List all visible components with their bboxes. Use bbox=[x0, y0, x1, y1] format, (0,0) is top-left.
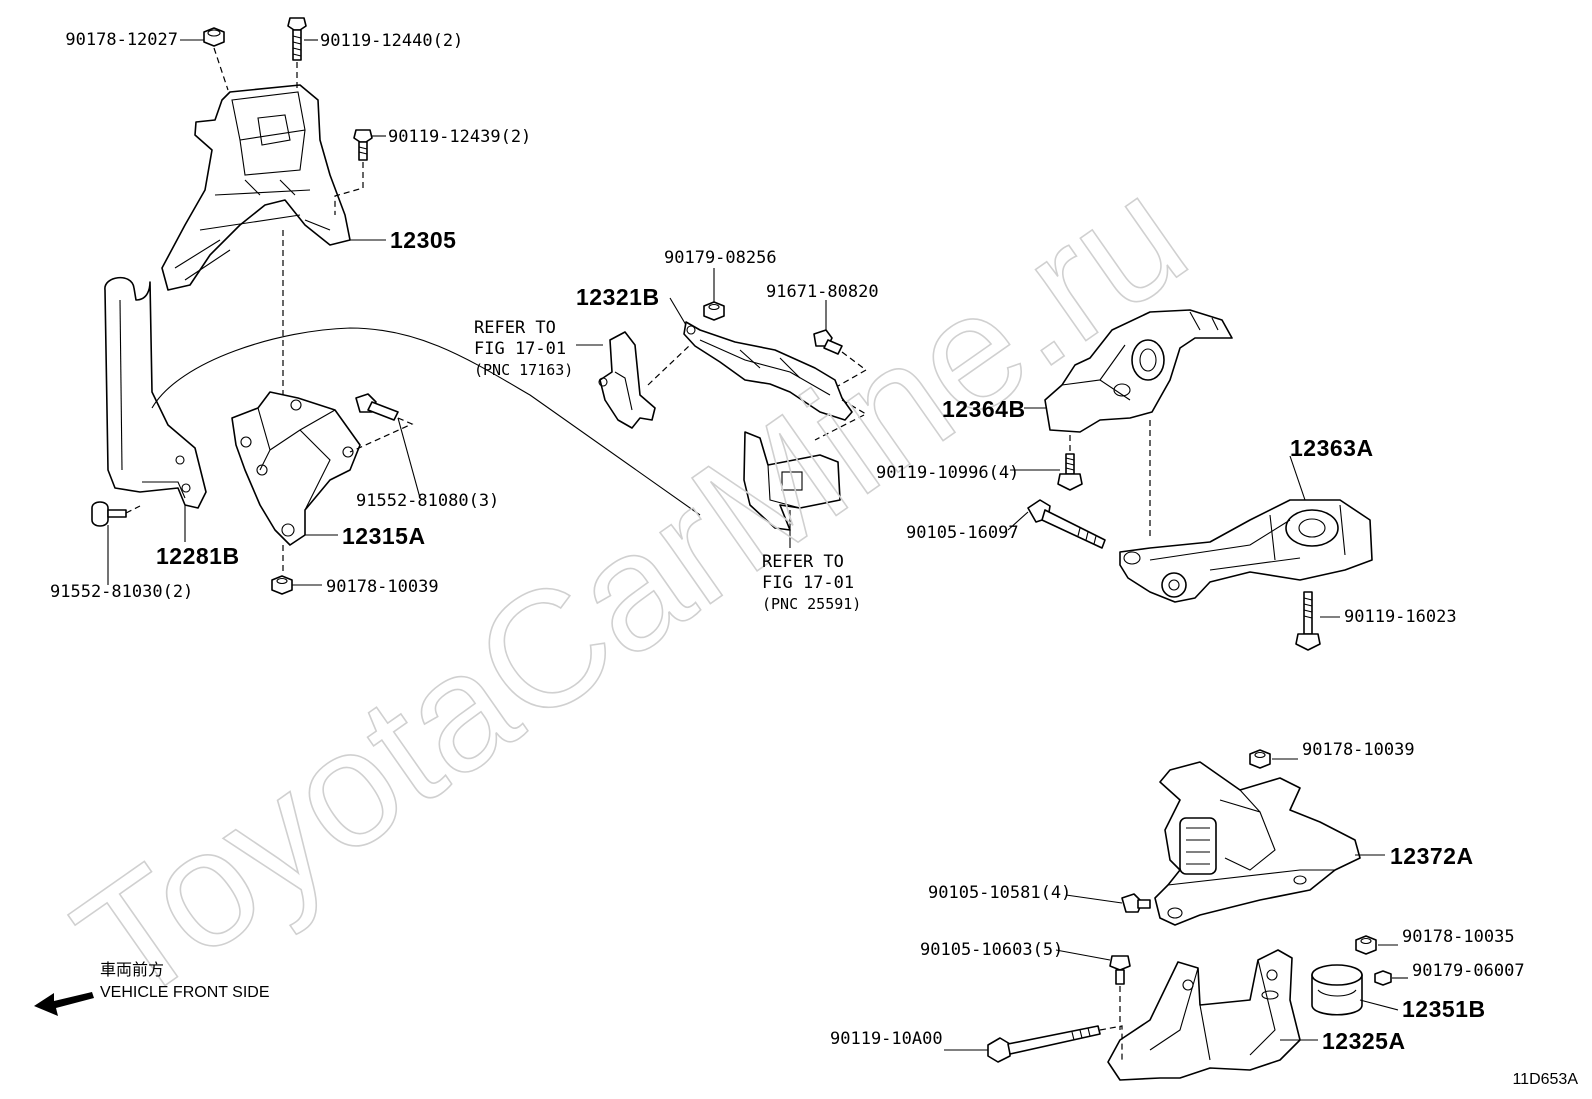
bolt-91552-81030 bbox=[91, 501, 127, 527]
label-12372A: 12372A bbox=[1390, 843, 1474, 869]
label-91552-81030: 91552-81030(2) bbox=[50, 582, 194, 602]
label-90178-10035: 90178-10035 bbox=[1402, 927, 1515, 947]
bolt-90119-10996 bbox=[1057, 453, 1083, 491]
bolt-90119-10A00 bbox=[987, 1025, 1101, 1063]
refer-note-17163-line1: REFER TO bbox=[474, 318, 556, 338]
label-90119-10996: 90119-10996(4) bbox=[876, 463, 1020, 483]
torque-rod-12363A bbox=[1119, 499, 1373, 603]
nut-90178-12027 bbox=[203, 27, 225, 47]
bracket-12315A bbox=[231, 391, 361, 546]
label-90119-10A00: 90119-10A00 bbox=[830, 1029, 943, 1049]
nut-90179-06007 bbox=[1374, 970, 1392, 986]
bolt-91552-81080 bbox=[355, 393, 399, 421]
label-90119-12440: 90119-12440(2) bbox=[320, 31, 464, 51]
bracket-12321B bbox=[683, 321, 853, 421]
label-12364B: 12364B bbox=[942, 396, 1026, 422]
bracket-12364B bbox=[1044, 309, 1233, 433]
label-90179-06007: 90179-06007 bbox=[1412, 961, 1525, 981]
label-90105-10603: 90105-10603(5) bbox=[920, 940, 1064, 960]
vehicle-front-arrow bbox=[34, 992, 94, 1016]
label-91552-81080: 91552-81080(3) bbox=[356, 491, 500, 511]
label-90178-10039-left: 90178-10039 bbox=[326, 577, 439, 597]
vehicle-front-jp: 車両前方 bbox=[100, 962, 165, 979]
leader-lines bbox=[107, 39, 1408, 1051]
label-90178-12027: 90178-12027 bbox=[65, 30, 178, 50]
bracket-12325A bbox=[1107, 949, 1301, 1081]
refer-note-17163: REFER TO FIG 17-01 (PNC 17163) bbox=[474, 318, 573, 381]
refer-note-17163-line3: (PNC 17163) bbox=[474, 361, 574, 379]
bracket-refer-25591 bbox=[743, 431, 841, 531]
label-90179-08256: 90179-08256 bbox=[664, 248, 777, 268]
vehicle-front-en: VEHICLE FRONT SIDE bbox=[100, 984, 270, 1001]
label-91671-80820: 91671-80820 bbox=[766, 282, 879, 302]
label-12363A: 12363A bbox=[1290, 435, 1374, 461]
label-12325A: 12325A bbox=[1322, 1028, 1406, 1054]
vehicle-front-side-note: 車両前方 VEHICLE FRONT SIDE bbox=[100, 960, 270, 1004]
refer-note-25591-line2: FIG 17-01 bbox=[762, 573, 855, 593]
nut-90178-10039-right bbox=[1249, 749, 1271, 769]
label-90105-16097: 90105-16097 bbox=[906, 523, 1019, 543]
bolt-90119-12439 bbox=[353, 129, 373, 161]
bolt-91671-80820 bbox=[813, 329, 843, 355]
refer-note-17163-line2: FIG 17-01 bbox=[474, 339, 567, 359]
bolt-90119-12440 bbox=[287, 17, 307, 61]
refer-note-25591-line1: REFER TO bbox=[762, 552, 844, 572]
label-90119-12439: 90119-12439(2) bbox=[388, 127, 532, 147]
stopper-12351B bbox=[1311, 964, 1363, 1016]
nut-90179-08256 bbox=[703, 301, 725, 321]
refer-note-25591: REFER TO FIG 17-01 (PNC 25591) bbox=[762, 552, 861, 615]
figure-code: 11D653A bbox=[1512, 1071, 1578, 1088]
label-90178-10039-right: 90178-10039 bbox=[1302, 740, 1415, 760]
mount-12372A bbox=[1154, 761, 1361, 926]
bolt-90105-10603 bbox=[1109, 955, 1131, 985]
label-90105-10581: 90105-10581(4) bbox=[928, 883, 1072, 903]
label-12315A: 12315A bbox=[342, 523, 426, 549]
nut-90178-10035 bbox=[1355, 935, 1377, 955]
label-90119-16023: 90119-16023 bbox=[1344, 607, 1457, 627]
bolt-90105-16097 bbox=[1027, 499, 1106, 549]
refer-note-25591-line3: (PNC 25591) bbox=[762, 595, 862, 613]
label-12305: 12305 bbox=[390, 227, 457, 253]
bracket-refer-17163 bbox=[598, 331, 656, 429]
label-12321B: 12321B bbox=[576, 284, 660, 310]
engine-mount-12305 bbox=[161, 84, 351, 291]
bracket-12281B bbox=[104, 276, 207, 509]
label-12351B: 12351B bbox=[1402, 996, 1486, 1022]
bolt-90119-16023 bbox=[1295, 591, 1321, 651]
bolt-90105-10581 bbox=[1121, 893, 1151, 913]
nut-90178-10039-left bbox=[271, 575, 293, 595]
label-12281B: 12281B bbox=[156, 543, 240, 569]
